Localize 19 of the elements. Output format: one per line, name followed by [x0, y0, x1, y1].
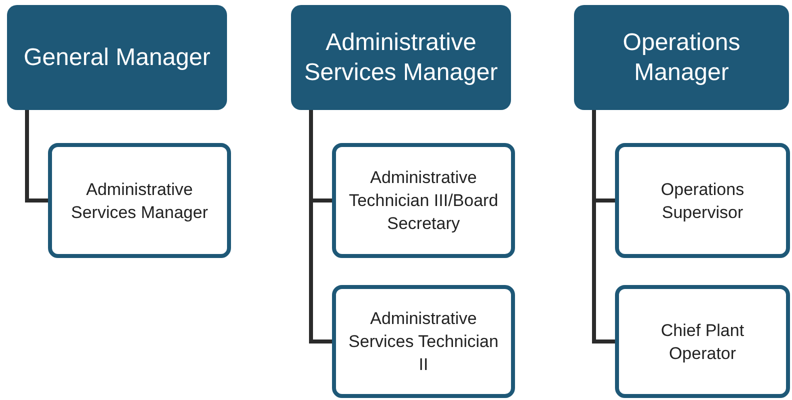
position-box	[615, 285, 790, 398]
position-title: Administrative Technician III/Board Secretary	[348, 167, 500, 235]
position-title: Chief Plant Operator	[660, 320, 746, 364]
position-box	[48, 143, 231, 258]
manager-box	[291, 5, 511, 110]
connector-line	[309, 110, 332, 344]
connector-line	[592, 110, 615, 344]
position-title: Operations Manager	[622, 28, 742, 88]
position-title: Administrative Services Manager	[303, 28, 499, 88]
connector-line	[25, 110, 48, 202]
position-box	[332, 143, 515, 258]
manager-box	[7, 5, 227, 110]
position-title: Operations Supervisor	[660, 178, 746, 224]
position-title: Administrative Services Technician II	[348, 308, 500, 376]
position-box	[332, 285, 515, 398]
position-title: Administrative Services Manager	[70, 178, 209, 224]
manager-box	[574, 5, 789, 110]
position-box	[615, 143, 790, 258]
position-title: General Manager	[24, 42, 210, 72]
